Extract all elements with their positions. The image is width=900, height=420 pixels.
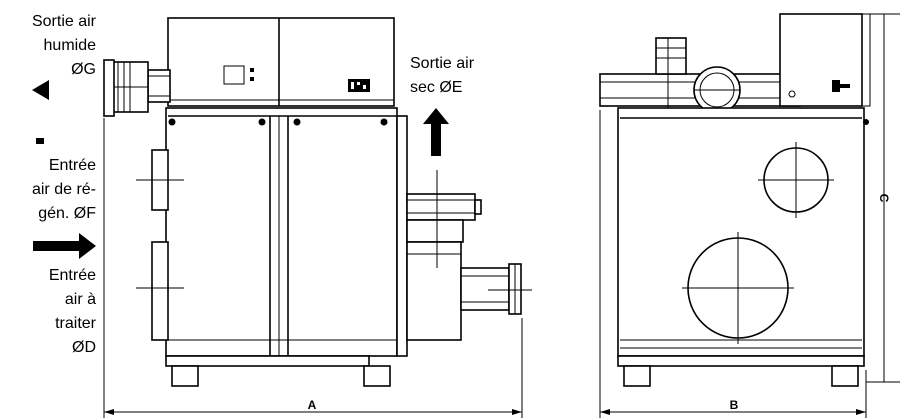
side-control-box [779, 13, 863, 107]
label-entree-traiter-line2: air à [65, 291, 96, 308]
foot-left [171, 365, 199, 387]
label-sortie-humide-line3: ØG [71, 61, 96, 78]
dimension-a-label: A [308, 398, 317, 412]
side-foot-left [623, 365, 651, 387]
bolt [258, 118, 266, 126]
label-entree-air-traiter: Entrée air à traiter ØD [49, 267, 97, 356]
label-entree-traiter-line1: Entrée [49, 267, 96, 284]
indicator-light [788, 90, 796, 98]
vertical-duct [655, 37, 687, 75]
base-rail [165, 355, 370, 367]
bolt [168, 118, 176, 126]
dimension-c: C [864, 13, 900, 383]
dimension-a: A [103, 118, 523, 418]
side-base-rail [617, 355, 865, 367]
key-lock-icon [832, 80, 850, 92]
label-entree-air-regen: Entrée air de ré- gén. ØF [32, 157, 96, 222]
square-marker-icon [36, 138, 44, 144]
dimension-b: B [599, 110, 867, 418]
bolt [380, 118, 388, 126]
side-foot-right [831, 365, 859, 387]
label-entree-traiter-line3: traiter [55, 315, 97, 332]
label-sortie-air-sec: Sortie air sec ØE [410, 55, 475, 96]
label-entree-regen-line1: Entrée [49, 157, 96, 174]
front-view [103, 17, 532, 387]
opening-regen-air [758, 142, 834, 218]
foot-right [363, 365, 391, 387]
label-sortie-air-humide: Sortie air humide ØG [32, 13, 97, 78]
label-sortie-sec-line1: Sortie air [410, 55, 475, 72]
bolt [863, 119, 869, 125]
outlet-dry-duct [406, 170, 532, 341]
dimension-b-label: B [730, 398, 739, 412]
brand-logo [348, 79, 370, 92]
label-sortie-humide-line1: Sortie air [32, 13, 97, 30]
label-sortie-humide-line2: humide [44, 37, 97, 54]
main-cabinet [165, 107, 398, 357]
control-box [167, 17, 395, 107]
outlet-humid-duct [103, 59, 171, 117]
side-view [599, 13, 871, 387]
arrow-left-icon [32, 80, 49, 100]
label-entree-regen-line3: gén. ØF [38, 205, 96, 222]
display-panel [223, 65, 245, 85]
arrow-right-icon [33, 233, 96, 259]
label-entree-traiter-line4: ØD [72, 339, 96, 356]
label-entree-regen-line2: air de ré- [32, 181, 96, 198]
dimension-c-label: C [877, 194, 891, 203]
arrow-up-icon [423, 108, 449, 156]
label-sortie-sec-line2: sec ØE [410, 79, 462, 96]
inlet-process-flange [151, 241, 169, 341]
bolt [293, 118, 301, 126]
opening-process-air [682, 232, 794, 344]
